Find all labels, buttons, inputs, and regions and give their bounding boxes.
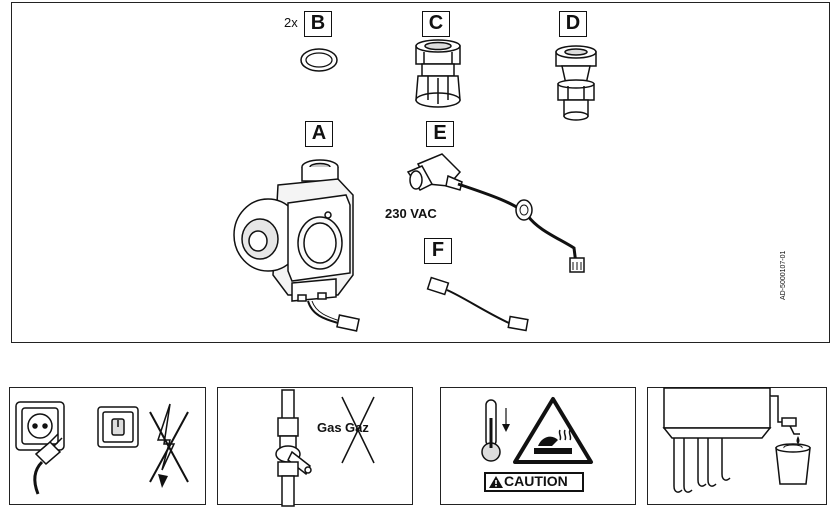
label-c: C (422, 11, 450, 37)
no-electricity-icon (148, 400, 192, 494)
circulation-pump-icon (228, 155, 368, 335)
quantity-b: 2x (284, 15, 298, 30)
union-nut-icon (408, 38, 468, 112)
straight-connector-icon (550, 44, 602, 124)
label-b: B (304, 11, 332, 37)
hot-surface-warning-icon (512, 396, 594, 466)
document-code: AD-5000107-01 (780, 251, 787, 300)
label-d: D (559, 11, 587, 37)
caution-label: CAUTION (504, 473, 568, 489)
signal-cable-icon (425, 274, 535, 338)
sealing-ring-icon (297, 44, 341, 78)
gas-valve-icon (272, 390, 322, 506)
switch-icon (96, 405, 140, 449)
warning-triangle-icon (489, 476, 503, 488)
label-a: A (305, 121, 333, 147)
power-socket-icon (14, 398, 74, 498)
label-e: E (426, 121, 454, 147)
drain-boiler-icon (650, 388, 826, 504)
power-cable-icon (398, 150, 598, 280)
thermometer-icon (480, 398, 516, 464)
no-gas-cross-icon (338, 395, 378, 465)
